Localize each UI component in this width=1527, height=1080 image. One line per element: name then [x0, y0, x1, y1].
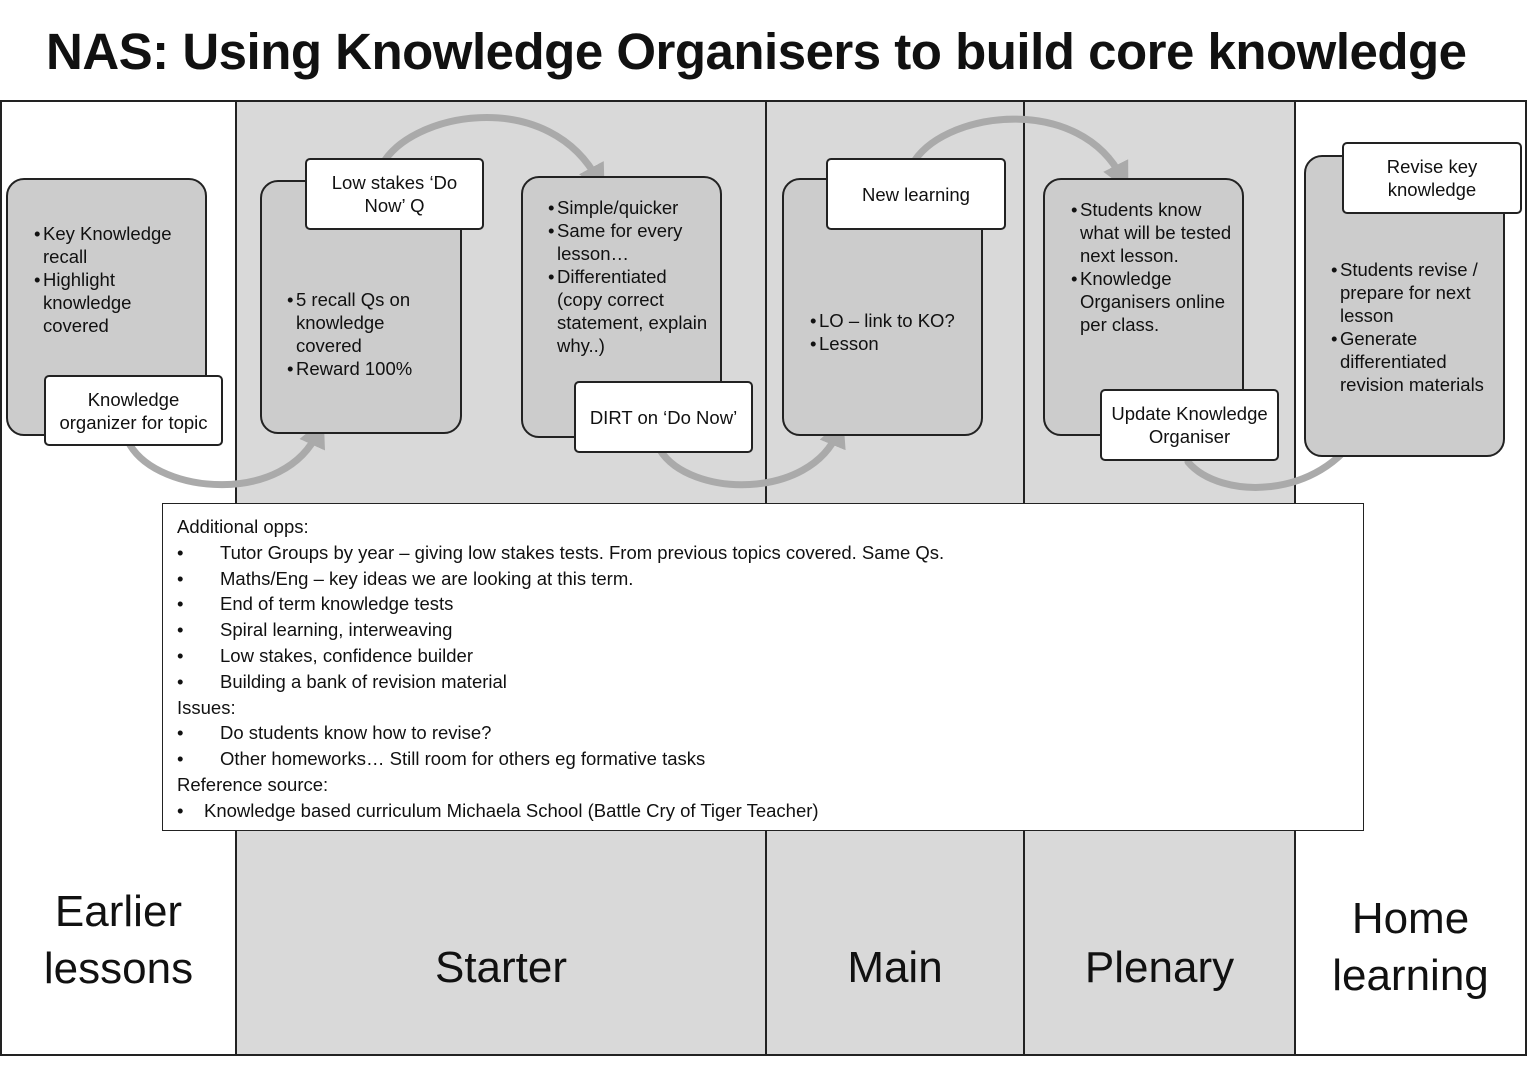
column-label-line: Earlier — [54, 887, 183, 936]
list-item-text: End of term knowledge tests — [220, 593, 454, 615]
arrow-earlier-to-starter — [126, 419, 325, 489]
new-learning-callout: New learning — [826, 158, 1006, 230]
list-item: •Low stakes, confidence builder — [177, 644, 473, 666]
list-item: •Spiral learning, interweaving — [177, 619, 453, 641]
column-label-home-learning: Home learning — [1296, 890, 1525, 1004]
list-item: Differentiated (copy correct statement, … — [548, 265, 714, 357]
page-title: NAS: Using Knowledge Organisers to build… — [46, 23, 1467, 80]
list-item: •Other homeworks… Still room for others … — [177, 748, 706, 770]
list-item: Lesson — [810, 332, 975, 355]
list-item-text: Maths/Eng – key ideas we are looking at … — [220, 567, 634, 589]
list-item: •Knowledge based curriculum Michaela Sch… — [177, 799, 819, 821]
update-organiser-callout: Update Knowledge Organiser — [1100, 389, 1279, 461]
arrow-recall-to-simple — [381, 114, 605, 193]
column-label-main: Main — [847, 943, 943, 992]
list-item-text: Do students know how to revise? — [220, 722, 492, 744]
list-item-text: Low stakes, confidence builder — [220, 644, 473, 666]
list-item-text: Knowledge based curriculum Michaela Scho… — [204, 799, 819, 821]
dirt-callout: DIRT on ‘Do Now’ — [574, 381, 753, 453]
list-item: •End of term knowledge tests — [177, 593, 454, 615]
issues-heading: Issues: — [177, 696, 236, 718]
list-item: Highlight knowledge covered — [34, 268, 199, 337]
column-label-line: lessons — [43, 944, 194, 993]
column-earlier-lessons: Earlier lessons — [2, 102, 235, 1054]
column-label-line: Home — [1351, 894, 1470, 943]
reference-heading: Reference source: — [177, 773, 329, 795]
do-now-callout: Low stakes ‘Do Now’ Q — [305, 158, 484, 230]
list-item: Simple/quicker — [548, 196, 714, 219]
column-label-starter: Starter — [434, 943, 568, 992]
list-item: •Tutor Groups by year – giving low stake… — [177, 541, 945, 563]
list-item: Students know what will be tested next l… — [1071, 198, 1236, 267]
list-item: •Maths/Eng – key ideas we are looking at… — [177, 567, 634, 589]
column-label-earlier-lessons: Earlier lessons — [2, 883, 235, 997]
list-item: Reward 100% — [287, 357, 452, 380]
list-item: Knowledge Organisers online per class. — [1071, 267, 1236, 336]
list-item: LO – link to KO? — [810, 309, 975, 332]
list-item: Generate differentiated revision materia… — [1331, 327, 1497, 396]
arrow-main-to-plenary — [911, 115, 1129, 191]
column-label-plenary: Plenary — [1084, 943, 1235, 992]
list-item: Students revise / prepare for next lesso… — [1331, 258, 1497, 327]
list-item: •Building a bank of revision material — [177, 670, 507, 692]
list-item: 5 recall Qs on knowledge covered — [287, 288, 452, 357]
revise-key-knowledge-callout: Revise key knowledge — [1342, 142, 1522, 214]
additional-opps-heading: Additional opps: — [177, 516, 309, 537]
list-item-text: Building a bank of revision material — [220, 670, 507, 692]
list-item-text: Tutor Groups by year – giving low stakes… — [220, 541, 945, 563]
list-item-text: Spiral learning, interweaving — [220, 619, 453, 641]
additional-opps-panel: Additional opps: •Tutor Groups by year –… — [162, 503, 1364, 831]
list-item-text: Other homeworks… Still room for others e… — [220, 748, 706, 770]
arrow-simple-to-main — [656, 419, 846, 489]
list-item: Same for every lesson… — [548, 219, 714, 265]
list-item: •Do students know how to revise? — [177, 722, 492, 744]
knowledge-organizer-callout: Knowledge organizer for topic — [44, 375, 223, 446]
column-label-line: learning — [1332, 951, 1489, 1000]
list-item: Key Knowledge recall — [34, 222, 199, 268]
